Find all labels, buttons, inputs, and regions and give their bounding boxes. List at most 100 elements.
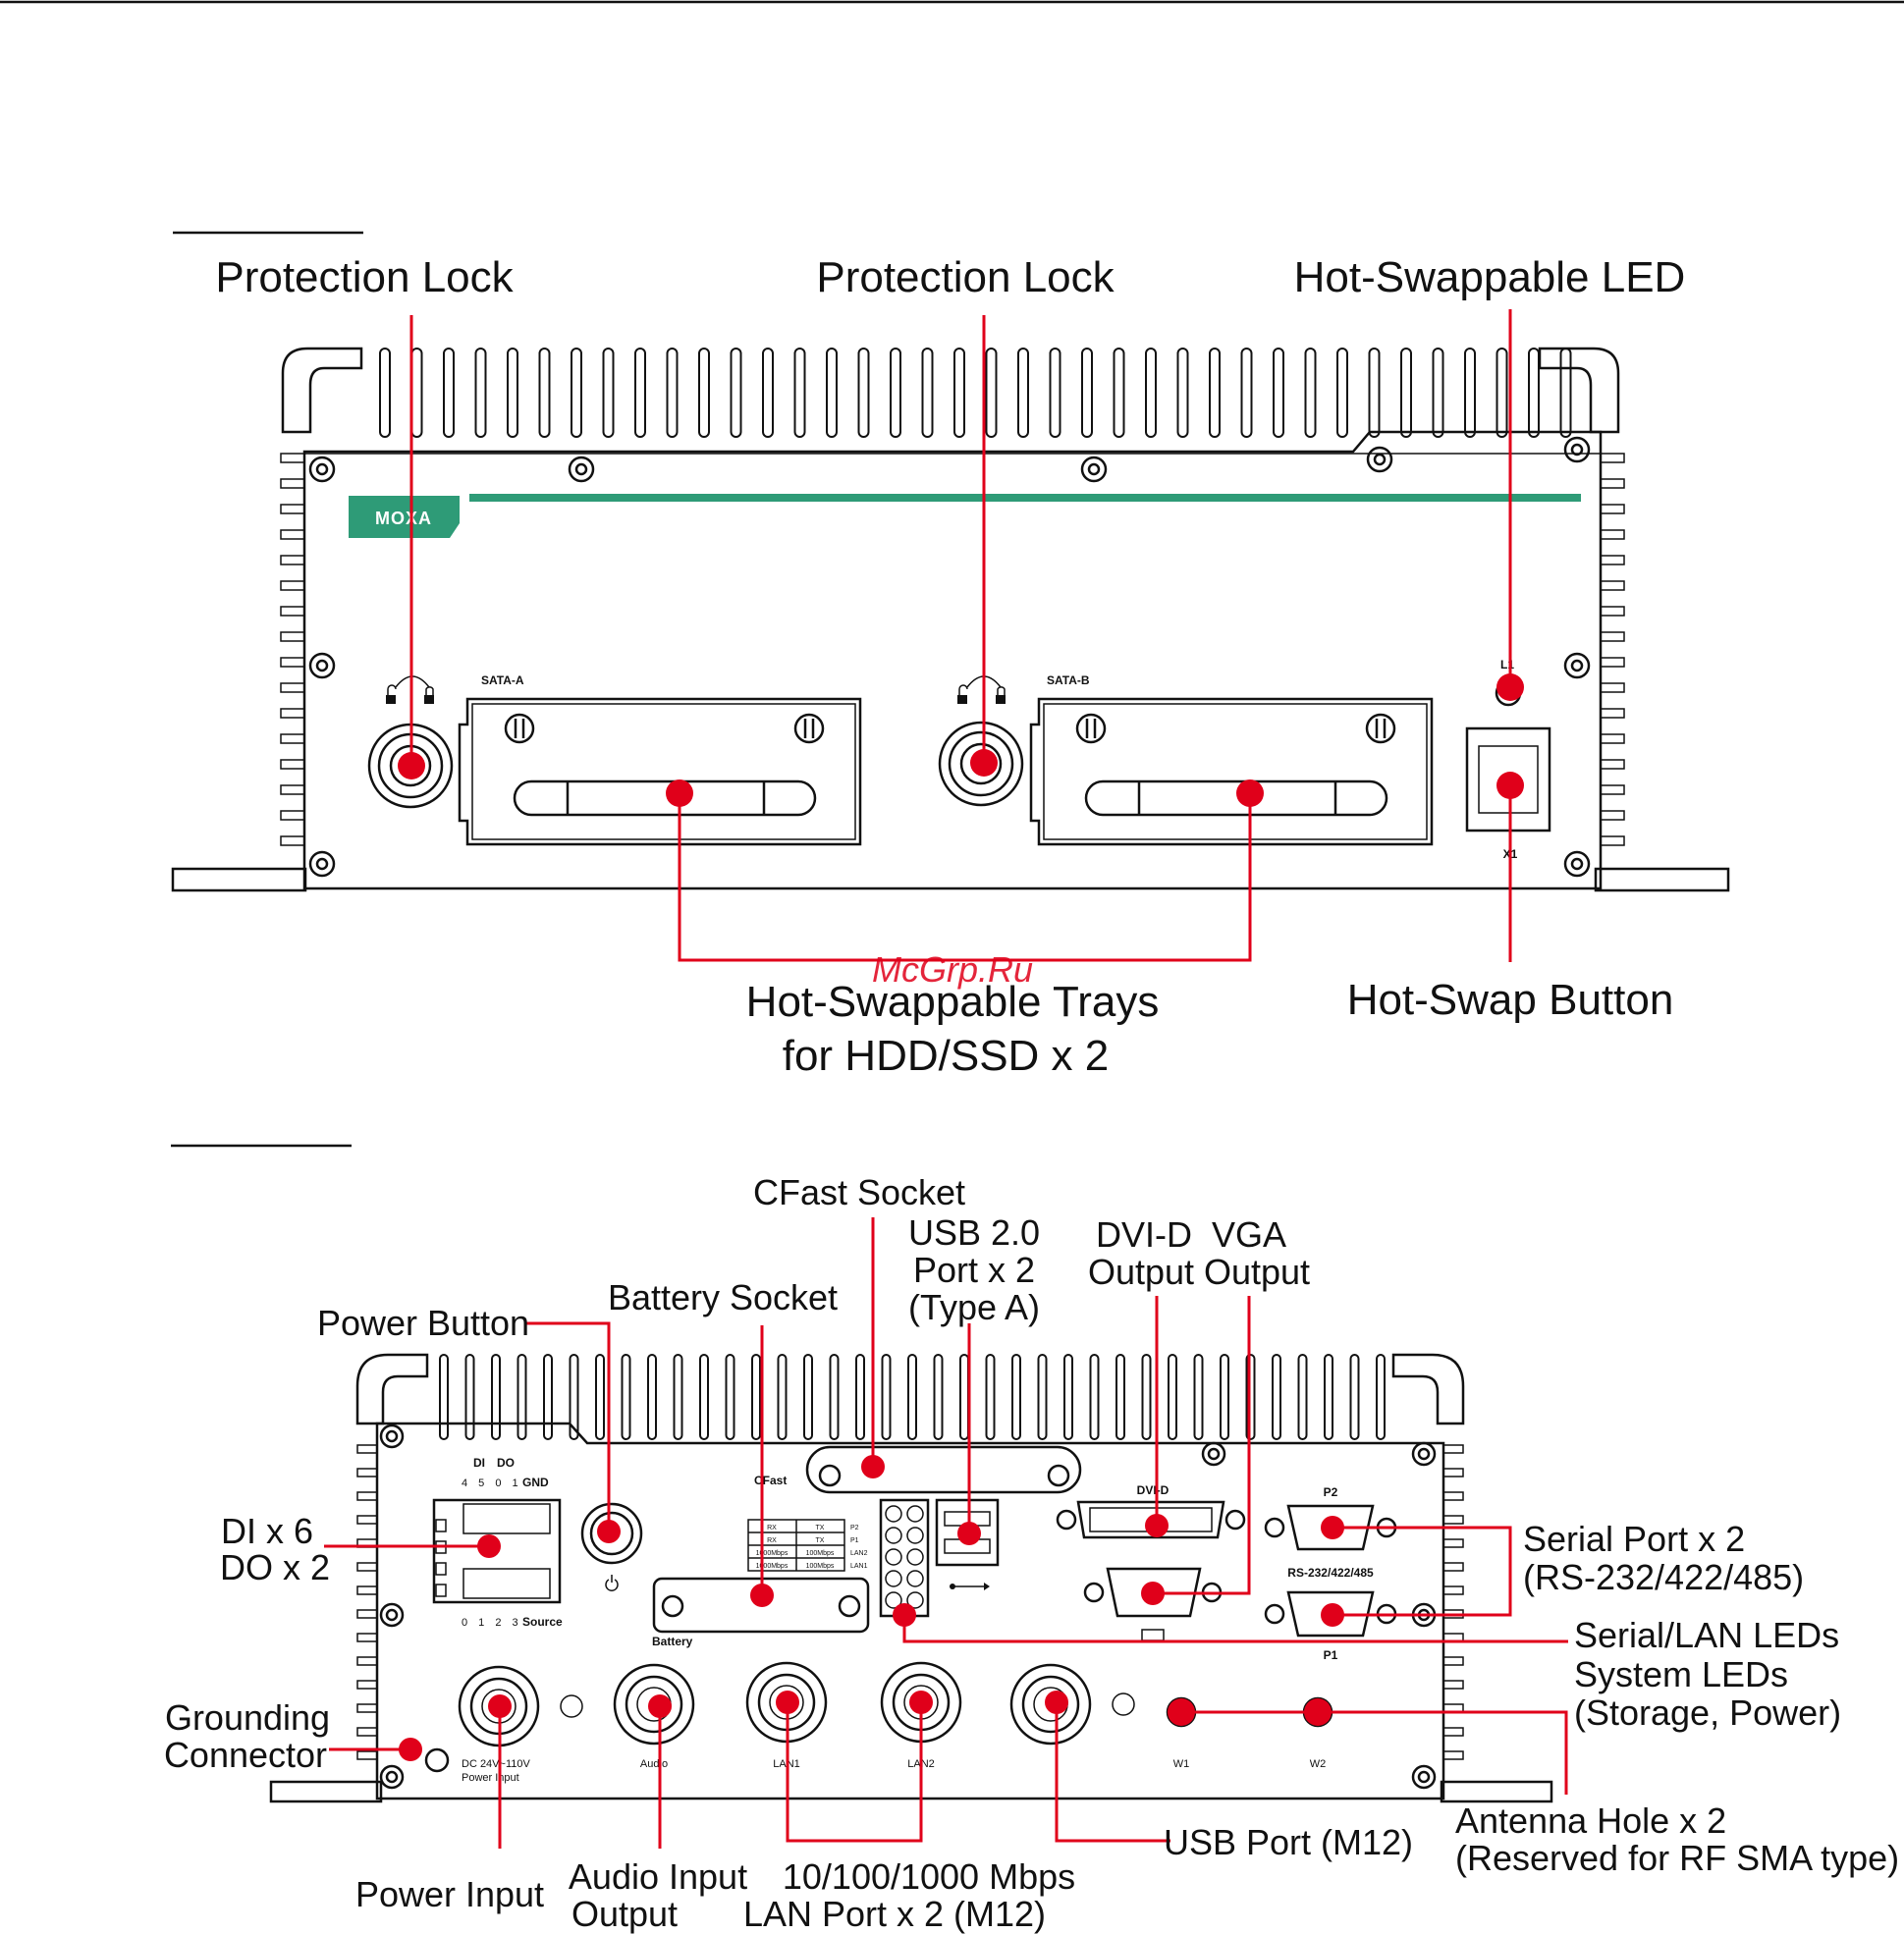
vent-slot (1442, 1727, 1464, 1737)
cfast-socket-cover[interactable] (805, 1445, 1082, 1494)
label-vga-l2: Output (1204, 1252, 1310, 1292)
vent-slot (356, 1562, 378, 1572)
di-pins-bottom: 0 1 2 3 (462, 1617, 522, 1629)
vent-slot (1442, 1444, 1464, 1454)
usb-icon (950, 1583, 990, 1590)
tray-sata-a[interactable] (458, 697, 862, 846)
label-system-leds-detail: (Storage, Power) (1574, 1692, 1841, 1733)
vent-slot (280, 733, 305, 744)
vent-slot (280, 555, 305, 565)
heatsink-fin (1017, 348, 1029, 438)
heatsink-fin (1141, 1354, 1152, 1440)
heatsink-fin (410, 348, 423, 438)
gnd-label: GND (522, 1476, 549, 1489)
vent-slot (1600, 555, 1625, 565)
led-indicator (906, 1505, 924, 1523)
vent-slot (280, 606, 305, 617)
power-button[interactable] (580, 1502, 643, 1565)
vent-slot (356, 1468, 378, 1477)
heatsink-fin (1011, 1354, 1021, 1440)
heatsink-fin (751, 1354, 761, 1440)
vent-slot (1442, 1585, 1464, 1595)
label-power-button: Power Button (317, 1303, 529, 1343)
label-dvi-l1: DVI-D (1096, 1214, 1192, 1255)
heatsink-fin (666, 348, 679, 438)
vent-slot (356, 1585, 378, 1595)
heatsink-fin (857, 348, 870, 438)
power-symbol-icon (605, 1575, 619, 1591)
heatsink-fin (826, 348, 838, 438)
label-usb-m12: USB Port (M12) (1164, 1822, 1413, 1862)
label-antenna: Antenna Hole x 2 (1455, 1800, 1726, 1841)
rs-standard-label: RS-232/422/485 (1287, 1566, 1374, 1580)
vent-slot (1600, 657, 1625, 668)
label-hot-swappable-trays: Hot-Swappable Trays (746, 978, 1160, 1026)
heatsink-fin (985, 348, 998, 438)
vent-slot (280, 529, 305, 540)
battery-label: Battery (652, 1635, 693, 1648)
label-grounding-connector: Connector (164, 1735, 327, 1775)
led-table-cell: 1000Mbps (756, 1550, 789, 1557)
label-system-leds: System LEDs (1574, 1654, 1788, 1694)
label-hot-swap-button: Hot-Swap Button (1347, 976, 1674, 1024)
heatsink-fin (725, 1354, 735, 1440)
heatsink-fin (673, 1354, 683, 1440)
front-side-vents (280, 453, 1625, 846)
power-input-device-label: Power Input (462, 1772, 519, 1784)
protection-lock-knob-right[interactable] (938, 721, 1024, 807)
source-label: Source (522, 1615, 563, 1629)
vent-slot (280, 682, 305, 693)
heatsink-fin (379, 348, 391, 438)
usb-m12-pinout-icon (1112, 1692, 1135, 1716)
led-table-cell: RX (767, 1537, 777, 1544)
heatsink-fin (1297, 1354, 1308, 1440)
led-indicator (885, 1527, 902, 1544)
rear-flange-right (1440, 1780, 1553, 1803)
vent-slot (280, 504, 305, 514)
vent-slot (356, 1444, 378, 1454)
rear-handle-left (355, 1353, 429, 1425)
sata-a-label: SATA-A (481, 673, 524, 687)
led-indicator (885, 1548, 902, 1566)
front-heatsink-fins (379, 348, 1572, 438)
heatsink-fin (1176, 348, 1189, 438)
tray-sata-b[interactable] (1029, 697, 1434, 846)
label-serial-port: Serial Port x 2 (1523, 1519, 1745, 1559)
rear-chassis (375, 1422, 1445, 1800)
vent-slot (280, 453, 305, 463)
led-l1-label: L1 (1500, 658, 1514, 672)
heatsink-fin (1324, 1354, 1333, 1440)
vent-slot (1442, 1562, 1464, 1572)
led-table-cell: TX (816, 1525, 825, 1531)
w2-label: W2 (1310, 1758, 1327, 1770)
p1-label: P1 (1324, 1648, 1338, 1662)
vent-slot (1600, 784, 1625, 795)
vent-slot (280, 784, 305, 795)
heatsink-fin (1220, 1354, 1229, 1440)
di-pins-top: 4 5 0 1 (462, 1477, 522, 1489)
front-handle-right (1538, 347, 1620, 434)
vent-slot (1600, 759, 1625, 770)
vent-slot (356, 1491, 378, 1501)
vent-slot (280, 580, 305, 591)
dc-input-label: DC 24V~110V (462, 1758, 530, 1770)
hot-swap-button[interactable] (1465, 726, 1551, 833)
dio-terminal-block[interactable] (432, 1498, 562, 1604)
heatsink-fin (602, 348, 615, 438)
led-indicator (906, 1591, 924, 1609)
heatsink-fin (907, 1354, 917, 1440)
grounding-screw (424, 1747, 450, 1773)
heatsink-fin (698, 348, 710, 438)
label-serial-lan-leds: Serial/LAN LEDs (1574, 1615, 1839, 1655)
heatsink-fin (1193, 1354, 1204, 1440)
led-table-cell: 100Mbps (806, 1563, 835, 1570)
label-cfast-socket: CFast Socket (753, 1172, 965, 1212)
heatsink-fin (1272, 1354, 1281, 1440)
heatsink-fin (1496, 348, 1508, 438)
vent-slot (280, 631, 305, 642)
led-indicator (885, 1570, 902, 1587)
heatsink-fin (464, 1354, 475, 1440)
led-table-cell: LAN2 (850, 1550, 868, 1557)
heatsink-fin (647, 1354, 657, 1440)
cfast-label: CFast (754, 1474, 787, 1487)
